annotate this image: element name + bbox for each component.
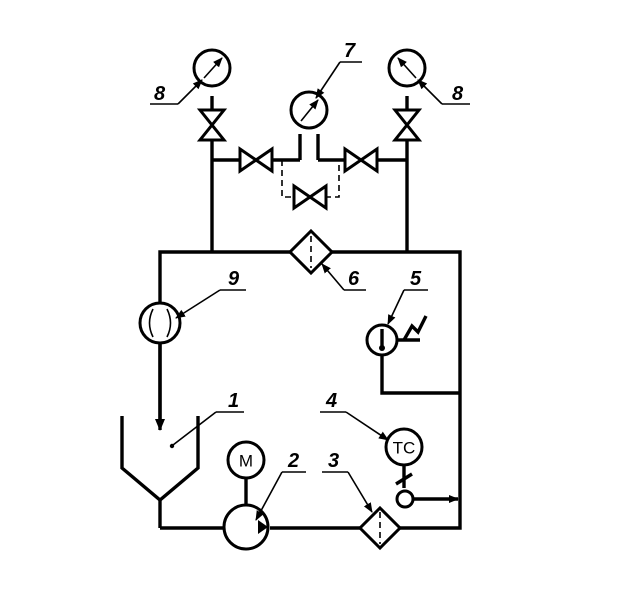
leader-line [315,61,341,99]
leader-line [172,411,217,446]
callout-label-1: 1 [228,390,239,412]
filter-lower [357,505,403,551]
gauge-needle [203,57,223,79]
piping [155,96,462,530]
gauge-needle [397,57,417,79]
callout-label-3: 3 [328,450,339,472]
callout-label-8-left: 8 [154,83,166,105]
valve-icon [238,146,274,174]
temperature-controller-icon [384,427,424,467]
gauge-center [289,90,329,130]
gauge-left [192,48,232,88]
callouts: 8 8 7 9 6 5 1 4 2 3 [150,40,470,521]
main-loop-pipe [158,250,462,530]
flow-meter-icon [138,301,182,345]
temperature-controller-label: TC [393,439,416,458]
callout-label-9: 9 [228,268,240,290]
valves [196,108,423,211]
valve-icon [391,108,423,142]
leader-line [255,471,283,521]
thermometer [365,315,428,357]
flow-meter-arc-right [166,308,172,338]
callout-label-7: 7 [344,40,356,62]
valve-icon [196,108,228,142]
leader-line [175,289,221,319]
motor-icon [226,440,266,480]
gauge-right [387,48,427,88]
flow-meter-arc-left [148,308,154,338]
thermometer-bulb [379,345,385,351]
leader-line [417,79,443,105]
leader-line [177,79,203,105]
motor: M [226,440,266,480]
leader-line [321,263,345,291]
valve-icon [292,183,328,211]
callout-label-4: 4 [325,390,337,412]
leader-line [345,411,389,441]
motor-label: M [239,452,253,471]
thermometer-signal-icon [402,315,428,341]
tc-actuator-slash [395,472,413,486]
tc-valve-icon [395,489,415,509]
pump-direction-icon [258,520,268,534]
callout-label-8-right: 8 [452,83,464,105]
tank-icon [120,416,200,503]
leader-line [347,471,373,513]
callout-label-5: 5 [410,268,422,290]
valve-icon [343,146,379,174]
bypass-dashed-line [281,160,340,198]
thermometer-branch-pipe [380,355,460,395]
callout-label-6: 6 [348,268,360,290]
callout-label-2: 2 [287,450,299,472]
filter-upper [287,228,335,276]
leader-line [387,289,405,325]
gauge-needle [300,99,319,122]
temperature-controller: TC [384,427,424,509]
flow-meter [138,301,182,345]
